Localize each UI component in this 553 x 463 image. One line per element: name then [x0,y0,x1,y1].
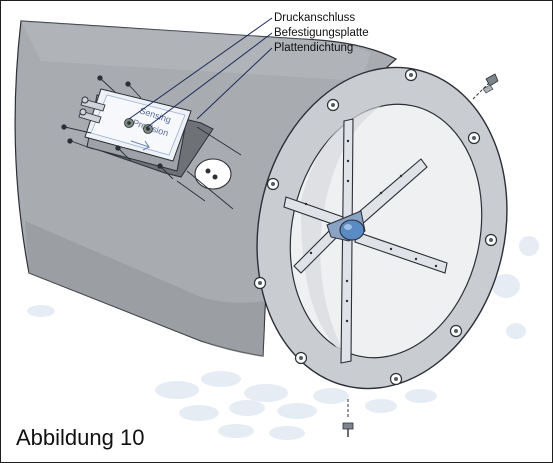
label-pressure-connection: Druckanschluss [274,12,356,24]
bolt-icon [472,73,499,100]
screw-icon [342,399,354,437]
duct-wall-opening [194,158,232,190]
mounting-screws [61,75,242,210]
sensor-device-icon: Sensing Precision [84,88,214,178]
pressure-fittings [78,96,106,124]
sensor-hub [326,210,366,242]
flange-ring [256,66,508,390]
label-mounting-plate: Befestigungsplatte [274,27,369,39]
callout-leaders [128,17,273,129]
label-plate-gasket: Plattendichtung [274,42,354,54]
sensor-tube-holes [304,139,438,323]
figure-caption: Abbildung 10 [16,425,145,450]
